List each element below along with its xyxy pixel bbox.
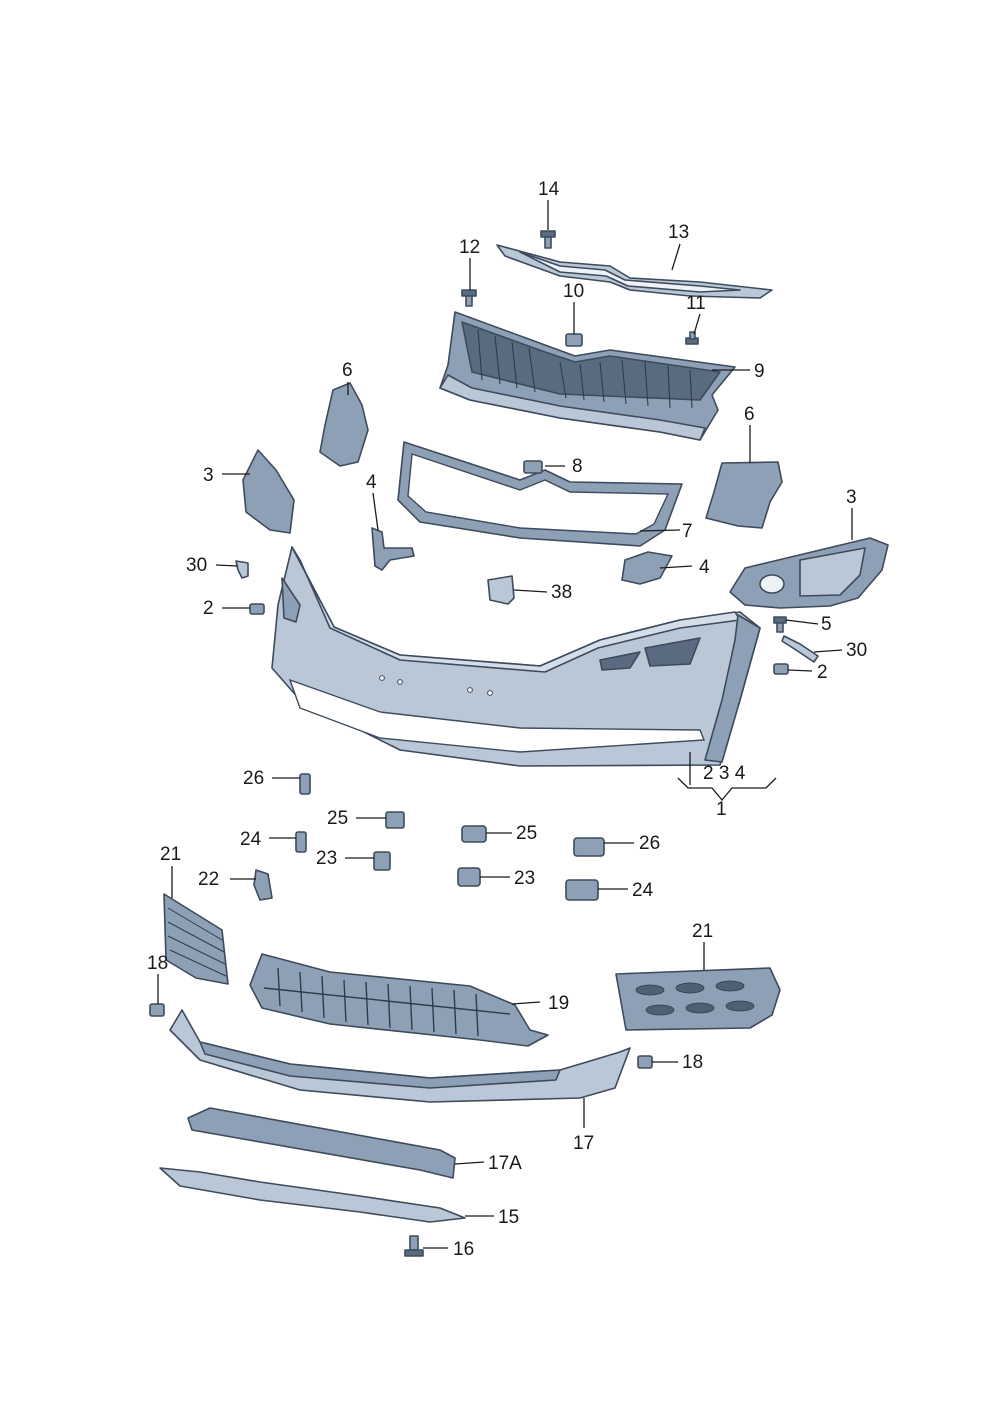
label-38: 38 [551,582,572,603]
part-14-screw[interactable] [540,230,556,249]
part-24-right-bracket[interactable] [565,879,599,901]
label-11: 11 [686,293,706,314]
part-7-grille-frame[interactable] [397,441,683,547]
label-21-left: 21 [160,844,181,865]
part-30-right-trim[interactable] [781,635,819,663]
label-4-right: 4 [699,557,710,578]
part-26-left-bracket[interactable] [299,773,311,795]
label-7: 7 [682,521,693,542]
part-23-left-bracket[interactable] [373,851,391,871]
part-8-clip[interactable] [523,460,543,474]
label-19: 19 [548,993,569,1014]
label-6-left: 6 [342,360,353,381]
part-24-left-bracket[interactable] [295,831,307,853]
part-10-clip[interactable] [565,333,583,347]
label-4-left: 4 [366,472,377,493]
label-12: 12 [459,237,480,258]
label-18-right: 18 [682,1052,703,1073]
label-24-left: 24 [240,829,262,850]
label-18-left: 18 [147,953,168,974]
part-9-radiator-grille[interactable] [439,311,736,441]
label-1: 1 [716,799,727,820]
label-5: 5 [821,614,832,635]
label-3-right: 3 [846,487,857,508]
label-17a: 17A [488,1153,522,1174]
label-17: 17 [573,1133,594,1154]
label-24-right: 24 [632,880,654,901]
part-18-left-clip[interactable] [149,1003,165,1017]
part-12-screw[interactable] [461,289,477,307]
part-16-clip[interactable] [404,1235,424,1257]
part-6-right-bracket[interactable] [705,461,783,529]
part-11-screw[interactable] [685,331,699,345]
label-2-right: 2 [817,662,828,683]
part-25-left-bracket[interactable] [385,811,405,829]
part-23-right-bracket[interactable] [457,867,481,887]
part-2-left-clip[interactable] [249,603,265,615]
part-3-left-insert[interactable] [242,449,295,534]
part-labels: 14 13 12 10 11 9 6 6 8 3 4 3 7 30 4 38 2… [147,179,867,1260]
part-19-lower-grille[interactable] [249,953,549,1047]
label-2-left: 2 [203,598,214,619]
label-30-left: 30 [186,555,207,576]
label-8: 8 [572,456,583,477]
part-1-bumper-cover[interactable] [271,546,761,767]
label-3-left: 3 [203,465,214,486]
part-5-screw[interactable] [773,616,787,633]
part-18-right-clip[interactable] [637,1055,653,1069]
label-15: 15 [498,1207,519,1228]
part-6-left-bracket[interactable] [319,382,369,467]
label-13: 13 [668,222,689,243]
label-6-right: 6 [744,404,755,425]
part-2-right-clip[interactable] [773,663,789,675]
leader-lines [157,200,853,1249]
part-13-cover-strip[interactable] [496,244,773,299]
label-10: 10 [563,281,584,302]
label-25-right: 25 [516,823,537,844]
label-9: 9 [754,361,765,382]
part-4-left-bracket[interactable] [371,527,415,571]
part-30-left-trim[interactable] [235,560,249,579]
label-21-right: 21 [692,921,713,942]
label-22: 22 [198,869,219,890]
label-25-left: 25 [327,808,348,829]
part-21-right-grille[interactable] [615,967,781,1031]
part-38-cap[interactable] [487,575,515,605]
part-17a-trim-strip[interactable] [187,1107,456,1179]
part-22-bracket[interactable] [253,869,273,901]
label-30-right: 30 [846,640,867,661]
part-21-left-grille[interactable] [163,893,229,985]
label-23-right: 23 [514,868,535,889]
label-26-left: 26 [243,768,264,789]
part-17-lower-spoiler[interactable] [169,1009,631,1103]
label-23-left: 23 [316,848,337,869]
label-26-right: 26 [639,833,660,854]
part-25-right-bracket[interactable] [461,825,487,843]
part-26-right-bracket[interactable] [573,837,605,857]
label-14: 14 [538,179,560,200]
label-16: 16 [453,1239,474,1260]
part-3-right-insert[interactable] [729,537,889,609]
part-4-right-bracket[interactable] [621,551,673,585]
label-1-sub: 2 3 4 [703,763,746,784]
part-15-undertray[interactable] [159,1167,466,1223]
